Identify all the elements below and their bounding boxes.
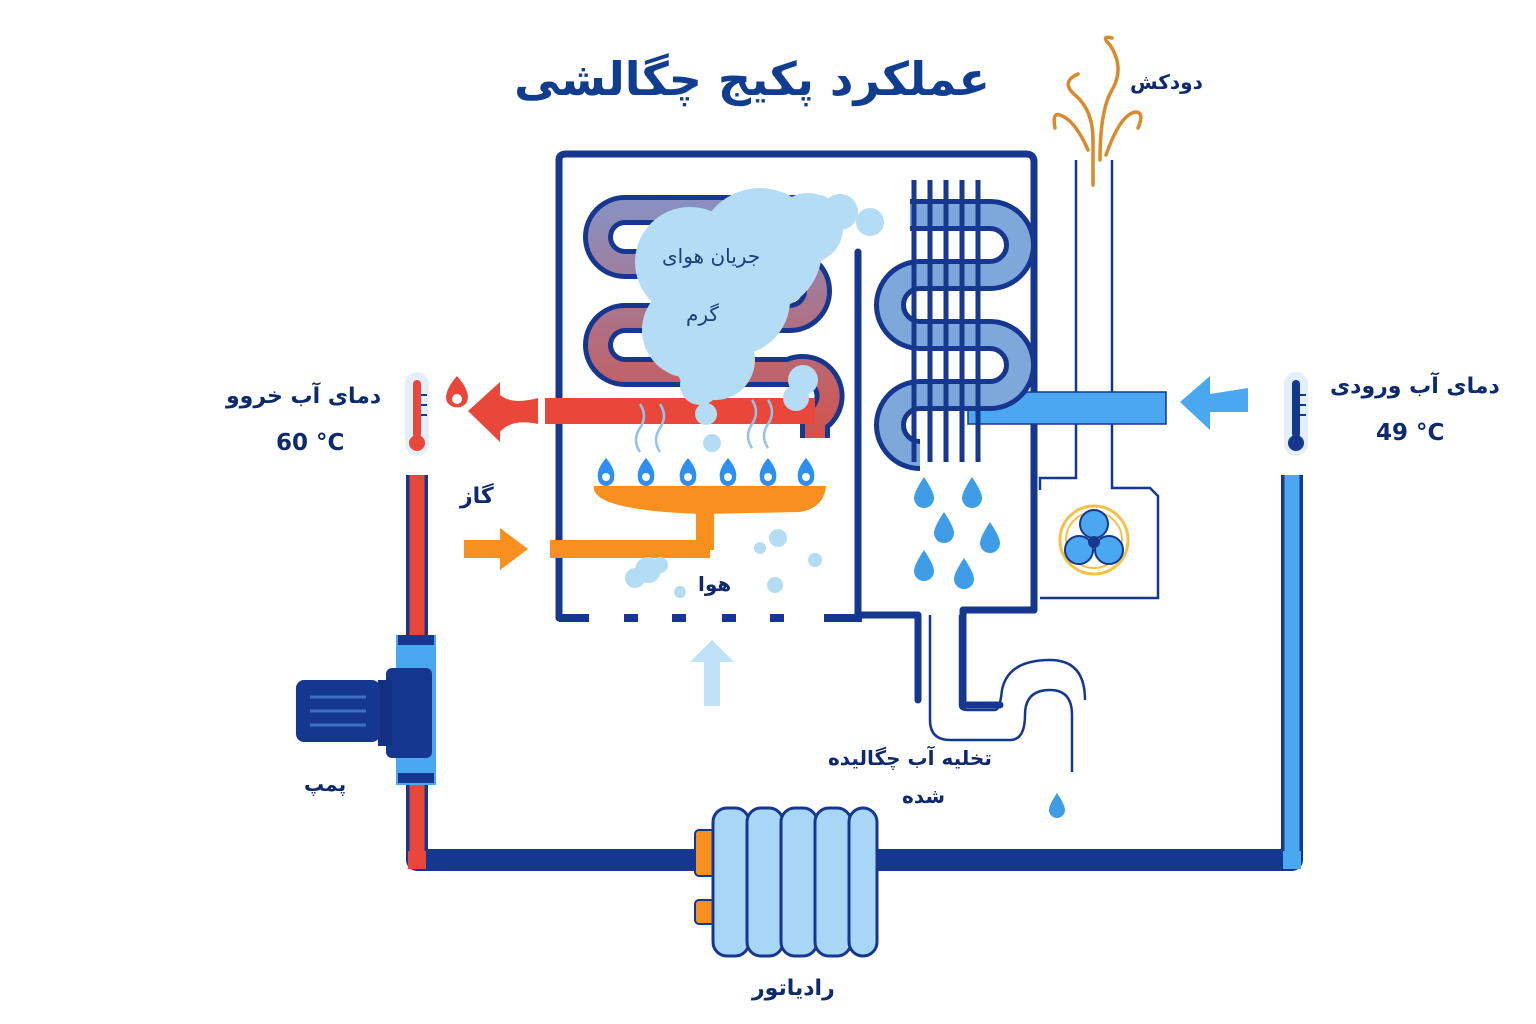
air-bubbles xyxy=(625,529,822,598)
outlet-water-temp-label: دمای آب خروو xyxy=(226,384,382,409)
warm-air-cloud xyxy=(635,188,884,452)
condensate-drain-label-line2: شده xyxy=(902,784,946,808)
gas-burner xyxy=(550,486,826,558)
pump-label: پمپ xyxy=(304,772,347,796)
air-label: هوا xyxy=(698,572,732,596)
heat-shimmer xyxy=(634,399,774,453)
air-intake-vents xyxy=(559,614,862,622)
burner-flames xyxy=(597,458,815,486)
inlet-water-temp-label: دمای آب ورودی xyxy=(1330,374,1500,399)
condensate-trap xyxy=(928,615,1087,772)
gas-label: گاز xyxy=(460,484,494,509)
flue-duct xyxy=(1038,160,1160,600)
thermometer-hot-icon xyxy=(405,372,429,456)
water-drop-icon xyxy=(1049,793,1065,818)
outlet-arrow-icon xyxy=(468,382,538,442)
hot-air-label-line2: گرم xyxy=(686,302,719,326)
boiler-casing xyxy=(555,150,1038,709)
pump-icon xyxy=(296,635,436,785)
flame-icon xyxy=(446,376,468,408)
outlet-temp-value: 60 °C xyxy=(276,430,345,456)
condensate-drain-label-line1: تخلیه آب چگالیده xyxy=(828,746,992,770)
radiator xyxy=(694,806,879,958)
air-intake-arrow-icon xyxy=(690,640,734,706)
radiator-label: رادیاتور xyxy=(752,976,835,1001)
chimney-label: دودکش xyxy=(1130,70,1203,94)
inlet-temp-value: 49 °C xyxy=(1376,420,1445,446)
gas-arrow-icon xyxy=(464,528,528,570)
chimney-smoke xyxy=(1052,35,1143,187)
condensate-drops xyxy=(914,477,1000,589)
condensing-heat-exchanger xyxy=(874,180,1036,471)
thermometer-cold-icon xyxy=(1284,372,1308,456)
hot-water-outlet-pipe xyxy=(545,398,815,424)
fan-icon xyxy=(1058,504,1130,576)
hot-air-label-line1: جریان هوای xyxy=(662,244,761,268)
inlet-arrow-icon xyxy=(1180,376,1248,430)
diagram-title: عملکرد پکیج چگالشی xyxy=(514,52,990,106)
